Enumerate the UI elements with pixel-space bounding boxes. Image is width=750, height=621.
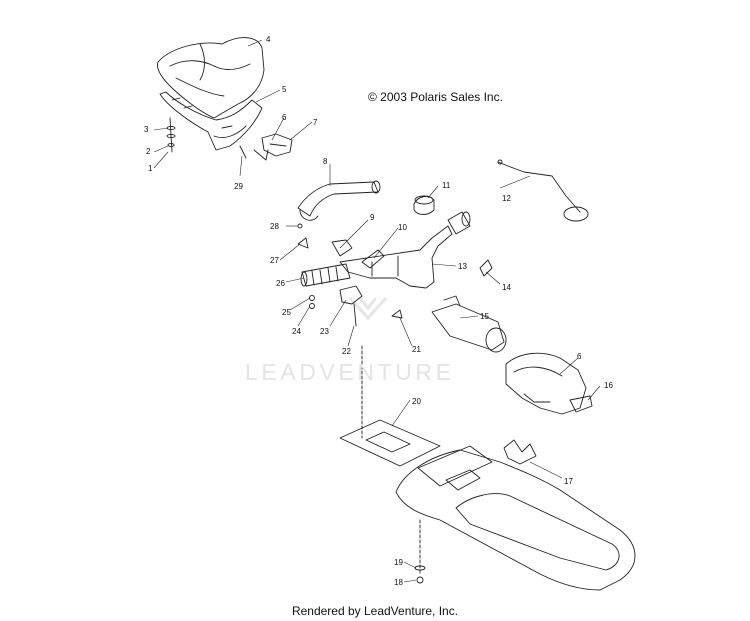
copyright-text: © 2003 Polaris Sales Inc. (368, 90, 503, 104)
callout-5: 5 (282, 85, 287, 94)
part-16-cable-housing-drawing (505, 352, 593, 415)
callout-20: 20 (412, 397, 421, 406)
part-grip-right-drawing (447, 211, 471, 235)
callout-22: 22 (342, 347, 351, 356)
callout-23: 23 (320, 327, 329, 336)
callout-16: 16 (604, 381, 613, 390)
watermark-text: LEADVENTURE (245, 359, 455, 385)
callout-6: 6 (282, 113, 287, 122)
callout-8: 8 (323, 157, 328, 166)
part-24-28-hardware-drawing (297, 223, 315, 309)
part-21-clip-drawing (391, 309, 403, 319)
callout-13: 13 (458, 262, 467, 271)
callout-9: 9 (370, 213, 375, 222)
callout-6b: 6 (577, 352, 582, 361)
callout-26: 26 (276, 279, 285, 288)
callout-29: 29 (234, 182, 243, 191)
footer-credit: Rendered by LeadVenture, Inc. (291, 604, 459, 618)
part-14-clip-drawing (479, 259, 493, 277)
callout-24: 24 (292, 327, 301, 336)
part-13-handlebar-drawing (339, 225, 453, 289)
callout-17: 17 (564, 477, 573, 486)
part-8-steering-arm-drawing (297, 180, 381, 221)
callout-3: 3 (144, 125, 149, 134)
callout-11: 11 (442, 181, 451, 190)
part-hull-console-drawing (395, 445, 636, 591)
callout-18: 18 (394, 578, 403, 587)
callout-2: 2 (146, 147, 151, 156)
leader-lines (153, 39, 601, 583)
callout-1: 1 (148, 164, 153, 173)
callout-7: 7 (313, 118, 318, 127)
part-7-bracket-drawing (239, 133, 293, 161)
callout-19: 19 (394, 558, 403, 567)
callout-12: 12 (502, 194, 511, 203)
part-5-shroud-drawing (159, 91, 263, 151)
watermark-logo-icon (348, 296, 388, 321)
part-20-plate-drawing (339, 345, 441, 467)
part-15-housing-drawing (431, 295, 507, 353)
part-23-throttle-drawing (339, 285, 363, 327)
callout-labels: 4 5 3 2 1 6 7 29 8 9 10 11 13 12 14 15 6… (144, 35, 613, 587)
callout-4: 4 (266, 35, 271, 44)
callout-25: 25 (282, 308, 291, 317)
callout-10: 10 (398, 223, 407, 232)
part-11-cap-drawing (413, 195, 435, 215)
part-9-lever-drawing (331, 239, 385, 269)
part-26-grip-drawing (300, 263, 351, 287)
part-12-lanyard-drawing (497, 159, 589, 222)
callout-21: 21 (412, 345, 421, 354)
callout-27: 27 (270, 256, 279, 265)
part-17-clip-drawing (503, 439, 537, 465)
callout-14: 14 (502, 283, 511, 292)
part-4-cover-drawing (157, 37, 265, 119)
part-1-3-hardware-drawing (166, 117, 176, 153)
callout-28: 28 (270, 222, 279, 231)
callout-15: 15 (480, 312, 489, 321)
